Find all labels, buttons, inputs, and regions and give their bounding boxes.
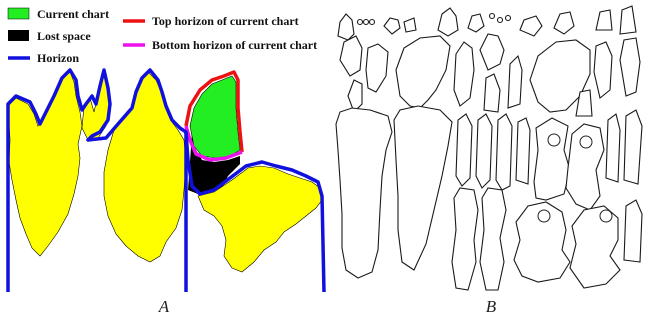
mesh-piece (336, 108, 392, 278)
mesh-piece (624, 200, 642, 262)
legend-label-horizon: Horizon (37, 51, 79, 65)
mesh-piece (554, 12, 574, 34)
mesh-piece (438, 8, 458, 36)
mesh-dot (490, 14, 495, 19)
mesh-piece (596, 10, 612, 30)
caption-b: B (486, 297, 497, 316)
legend-label-current-chart: Current chart (37, 7, 109, 21)
mesh-piece (480, 34, 504, 70)
legend-swatch-current-chart (8, 8, 29, 19)
legend-label-top-horizon: Top horizon of current chart (152, 14, 299, 28)
mesh-piece (394, 106, 452, 270)
mesh-piece (476, 114, 492, 188)
chart-piece-1 (8, 72, 82, 256)
panel-b: B (336, 6, 642, 316)
mesh-dot (364, 20, 369, 25)
mesh-dot (498, 18, 503, 23)
mesh-piece (366, 44, 388, 92)
mesh-dot (506, 16, 511, 21)
mesh-piece (338, 14, 354, 40)
mesh-piece (404, 18, 416, 32)
mesh-piece (514, 202, 570, 282)
mesh-piece (624, 110, 642, 184)
mesh-piece (348, 80, 362, 112)
mesh-dot (370, 20, 375, 25)
panel-a: Current chart Lost space Horizon Top hor… (8, 7, 324, 316)
mesh-piece (456, 114, 472, 186)
legend-swatch-lost-space (8, 30, 29, 41)
chart-piece-3 (104, 72, 186, 262)
legend-label-bottom-horizon: Bottom horizon of current chart (152, 38, 317, 52)
mesh-piece (606, 114, 620, 182)
mesh-piece (570, 206, 620, 288)
mesh-piece (516, 118, 530, 184)
mesh-piece (594, 42, 612, 98)
mesh-piece (384, 18, 400, 34)
legend-label-lost-space: Lost space (37, 29, 91, 43)
current-chart (190, 76, 240, 158)
mesh-piece (520, 16, 542, 36)
mesh-piece (484, 74, 500, 112)
mesh-piece (534, 118, 570, 200)
mesh-dot (358, 20, 363, 25)
mesh-piece (452, 188, 478, 290)
mesh-piece (508, 56, 522, 108)
mesh-piece (454, 42, 474, 106)
mesh-piece (496, 114, 512, 190)
mesh-piece (340, 36, 362, 76)
legend: Current chart Lost space Horizon Top hor… (8, 7, 317, 65)
mesh-piece (620, 38, 640, 96)
mesh-piece (480, 188, 506, 290)
mesh-piece (620, 6, 636, 34)
caption-a: A (158, 297, 170, 316)
mesh-piece (566, 124, 604, 210)
mesh-piece (396, 36, 450, 108)
mesh-piece (468, 14, 484, 32)
